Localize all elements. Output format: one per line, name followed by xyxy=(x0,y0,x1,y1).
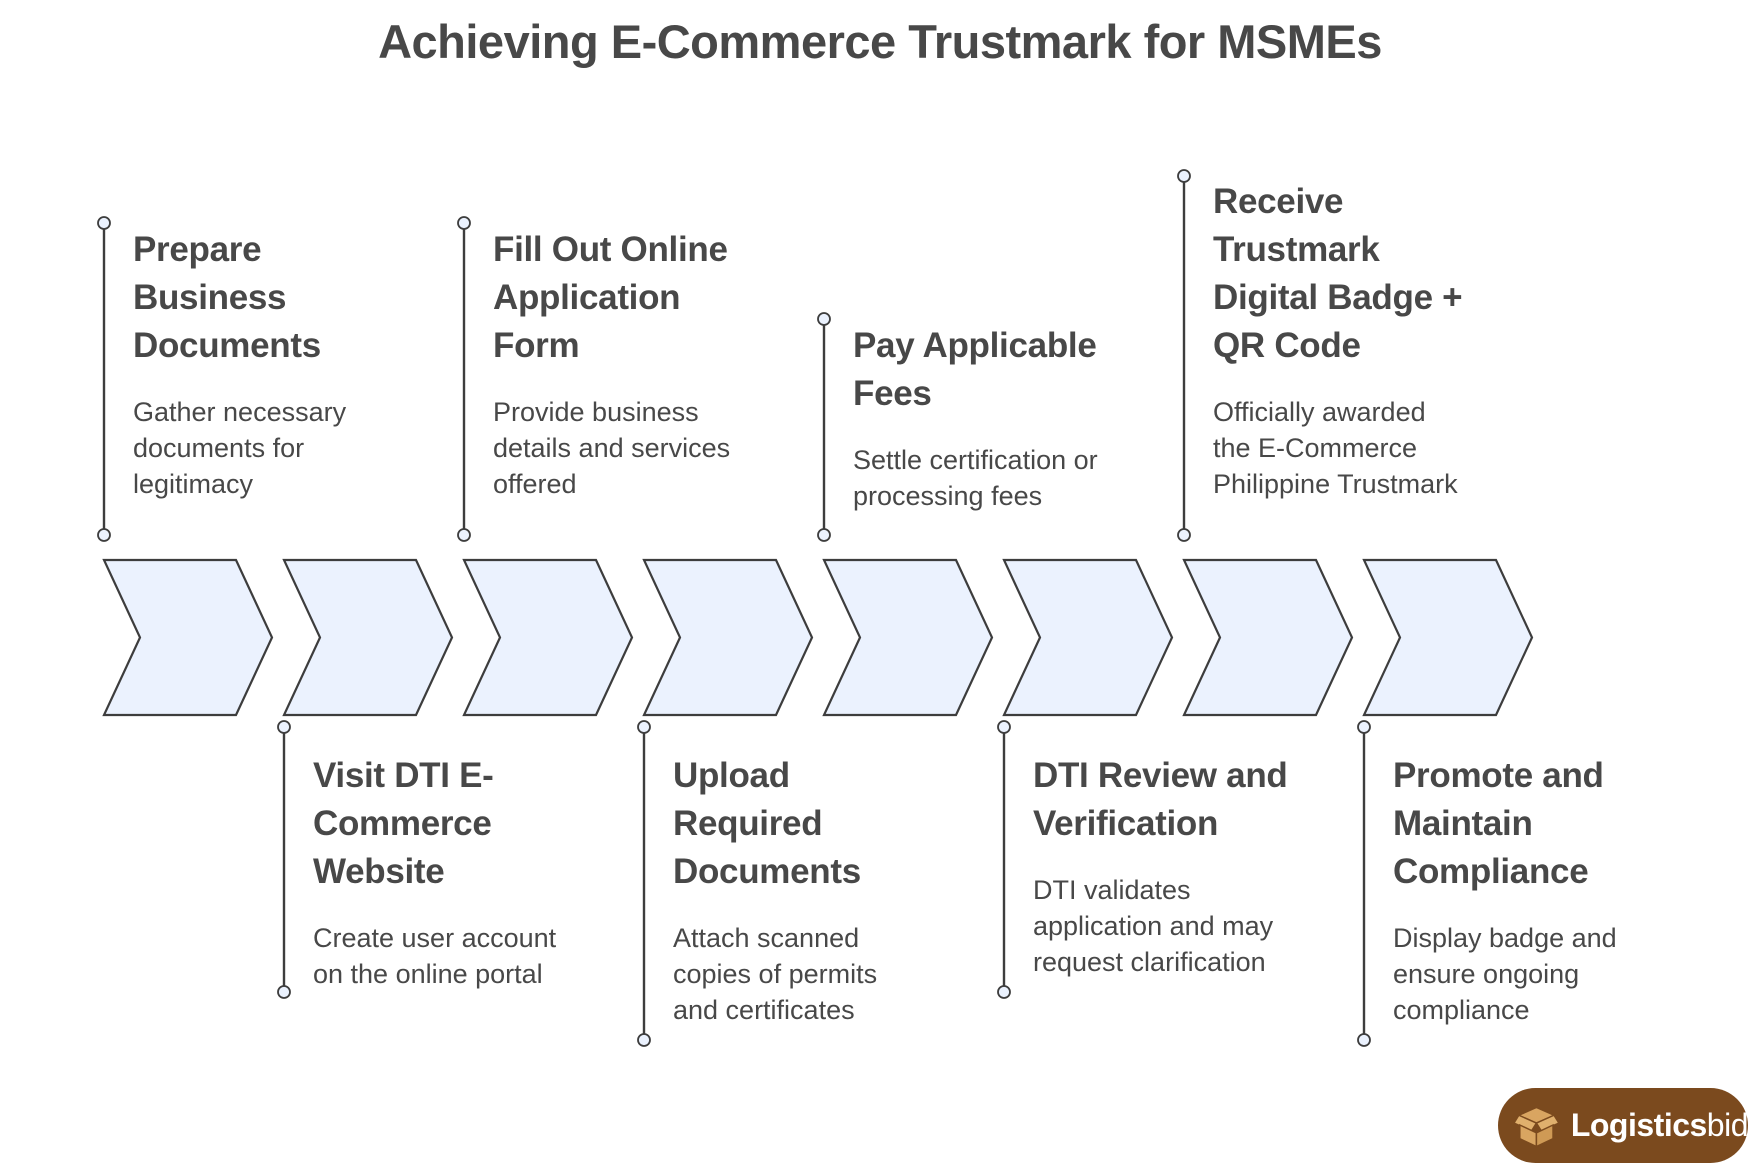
connector-end-dot xyxy=(637,1033,651,1047)
logo-text-light: bid xyxy=(1706,1107,1749,1143)
step-description-line: copies of permits xyxy=(673,959,878,989)
step-description-line: legitimacy xyxy=(133,469,254,499)
step-description-line: Philippine Trustmark xyxy=(1213,469,1458,499)
step-title-line: Receive xyxy=(1213,182,1344,221)
step-description-line: request clarification xyxy=(1033,947,1266,977)
step-title-line: Commerce xyxy=(313,804,492,843)
step-title-line: Business xyxy=(133,278,287,317)
chevron-step-4 xyxy=(642,558,814,717)
step-description-line: and certificates xyxy=(673,995,855,1025)
box-icon xyxy=(1512,1106,1560,1148)
step-title-line: Visit DTI E- xyxy=(313,756,494,795)
step-description: Display badge and ensure ongoing complianc… xyxy=(1393,920,1683,1028)
chevron-step-2 xyxy=(282,558,454,717)
step-title-line: Digital Badge + xyxy=(1213,278,1463,317)
step-description-line: Display badge and xyxy=(1393,923,1617,953)
connector-end-dot xyxy=(277,985,291,999)
connector-start-dot xyxy=(997,720,1011,734)
step-title-line: DTI Review and xyxy=(1033,756,1288,795)
connector-start-dot xyxy=(97,216,111,230)
connector-start-dot xyxy=(277,720,291,734)
step-description-line: Gather necessary xyxy=(133,397,347,427)
step-title-line: Prepare xyxy=(133,230,262,269)
chevron-step-8 xyxy=(1362,558,1534,717)
step-title-line: QR Code xyxy=(1213,326,1361,365)
connector-start-dot xyxy=(457,216,471,230)
step-title-line: Promote and xyxy=(1393,756,1604,795)
step-title-line: Required xyxy=(673,804,823,843)
step-title-line: Pay Applicable xyxy=(853,326,1097,365)
step-title-line: Application xyxy=(493,278,681,317)
connector-end-dot xyxy=(1357,1033,1371,1047)
step-title-line: Documents xyxy=(673,852,861,891)
step-description-line: documents for xyxy=(133,433,305,463)
step-description-line: Attach scanned xyxy=(673,923,860,953)
step-description: DTI validates application and may request … xyxy=(1033,872,1323,980)
step-description-line: ensure ongoing xyxy=(1393,959,1580,989)
step-description-line: Officially awarded xyxy=(1213,397,1426,427)
step-description: Attach scanned copies of permits and certi… xyxy=(673,920,963,1028)
step-description: Settle certification or processing fees xyxy=(853,442,1143,514)
step-description-line: compliance xyxy=(1393,995,1530,1025)
step-title-line: Form xyxy=(493,326,580,365)
step-title-line: Compliance xyxy=(1393,852,1589,891)
step-title-line: Fees xyxy=(853,374,932,413)
connector-end-dot xyxy=(817,528,831,542)
step-description-line: application and may xyxy=(1033,911,1274,941)
step-description-line: offered xyxy=(493,469,577,499)
chevron-step-3 xyxy=(462,558,634,717)
chevron-step-1 xyxy=(102,558,274,717)
connector-end-dot xyxy=(457,528,471,542)
logo-text-bold: Logistics xyxy=(1570,1107,1707,1143)
step-title-line: Maintain xyxy=(1393,804,1533,843)
step-title-line: Trustmark xyxy=(1213,230,1380,269)
step-description-line: the E-Commerce xyxy=(1213,433,1418,463)
step-description-line: on the online portal xyxy=(313,959,543,989)
logo-wordmark: Logisticsbid xyxy=(1570,1107,1749,1144)
connector-start-dot xyxy=(637,720,651,734)
step-description: Provide business details and services offe… xyxy=(493,394,783,502)
step-description: Gather necessary documents for legitimacy xyxy=(133,394,423,502)
chevron-step-6 xyxy=(1002,558,1174,717)
connector-start-dot xyxy=(817,312,831,326)
chevron-step-7 xyxy=(1182,558,1354,717)
connector-start-dot xyxy=(1357,720,1371,734)
connector-end-dot xyxy=(1177,528,1191,542)
connector-end-dot xyxy=(997,985,1011,999)
step-description-line: details and services xyxy=(493,433,731,463)
step-description-line: processing fees xyxy=(853,481,1043,511)
step-title-line: Upload xyxy=(673,756,790,795)
step-title-line: Website xyxy=(313,852,445,891)
step-description-line: Create user account xyxy=(313,923,557,953)
diagram-title: Achieving E-Commerce Trustmark for MSMEs xyxy=(378,15,1382,68)
step-description-line: Settle certification or xyxy=(853,445,1098,475)
logisticsbid-logo: Logisticsbid xyxy=(1498,1088,1749,1163)
step-title-line: Fill Out Online xyxy=(493,230,728,269)
step-description-line: Provide business xyxy=(493,397,699,427)
step-description: Create user account on the online portal xyxy=(313,920,603,992)
step-title-line: Documents xyxy=(133,326,321,365)
step-title-line: Verification xyxy=(1033,804,1219,843)
connector-start-dot xyxy=(1177,169,1191,183)
connector-end-dot xyxy=(97,528,111,542)
chevron-step-5 xyxy=(822,558,994,717)
step-description-line: DTI validates xyxy=(1033,875,1191,905)
